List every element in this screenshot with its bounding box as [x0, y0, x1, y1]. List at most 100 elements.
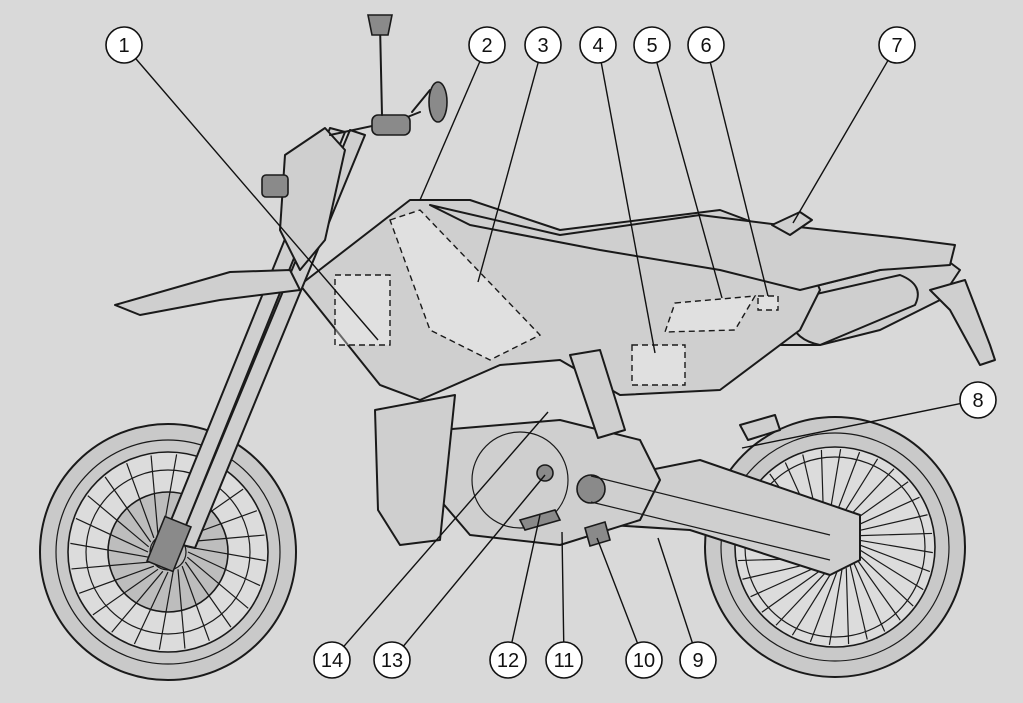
spoke: [187, 546, 266, 562]
footrest: [518, 509, 562, 531]
callout-10: 10: [625, 641, 663, 679]
label-area-1: [334, 274, 391, 346]
leader-line-13: [402, 474, 546, 647]
label-area-5: [664, 295, 757, 333]
callout-number: 12: [497, 650, 519, 672]
engine-block: [439, 419, 661, 546]
leader-lines: [135, 58, 961, 647]
spoke: [126, 462, 155, 539]
callout-circle: [878, 26, 916, 64]
spoke: [761, 567, 824, 613]
callout-number: 1: [118, 35, 129, 57]
callout-circle: [579, 26, 617, 64]
spoke: [856, 532, 933, 537]
spoke: [855, 558, 901, 621]
spoke: [849, 565, 868, 640]
callout-1: 1: [105, 26, 143, 64]
leader-line-5: [656, 62, 723, 299]
leader-line-6: [709, 62, 769, 297]
spoke: [71, 561, 151, 570]
callout-8: 8: [959, 381, 997, 419]
leader-line-2: [419, 61, 481, 201]
front-wheel-spokes: [70, 454, 266, 650]
spoke: [87, 495, 150, 548]
callout-number: 5: [646, 35, 657, 57]
spoke: [858, 548, 924, 591]
leader-line-8: [741, 402, 961, 449]
callout-circle: [489, 641, 527, 679]
callout-number: 7: [891, 35, 902, 57]
callout-number: 3: [537, 35, 548, 57]
spoke: [791, 570, 834, 636]
spoke: [133, 571, 169, 645]
spoke: [78, 565, 155, 594]
brake-pedal: [584, 520, 611, 548]
callout-4: 4: [579, 26, 617, 64]
spoke: [187, 551, 261, 587]
callout-circle: [687, 26, 725, 64]
grab-handle: [771, 211, 813, 236]
leader-line-10: [596, 537, 639, 644]
spoke: [852, 562, 886, 632]
spoke: [775, 569, 829, 626]
callout-3: 3: [524, 26, 562, 64]
label-area-3: [389, 209, 542, 361]
spoke: [181, 565, 210, 642]
leader-line-9: [657, 537, 694, 644]
leader-line-14: [343, 411, 549, 647]
spoke: [186, 556, 249, 609]
leader-line-11: [561, 531, 565, 643]
callout-circle: [373, 641, 411, 679]
callout-number: 13: [381, 650, 403, 672]
oil-filler-cap: [536, 464, 554, 482]
callout-circle: [468, 26, 506, 64]
drive-chain: [590, 475, 831, 561]
label-area-6: [757, 295, 779, 311]
callout-11: 11: [545, 641, 583, 679]
seat: [429, 204, 956, 291]
spoke: [150, 455, 159, 535]
spoke: [828, 569, 843, 645]
callout-circle: [625, 641, 663, 679]
spoke: [750, 564, 820, 598]
spoke: [111, 570, 164, 633]
clutch-cover: [471, 431, 569, 529]
leader-line-4: [600, 62, 656, 354]
handlebar: [261, 14, 448, 198]
callout-number: 4: [592, 35, 603, 57]
callout-number: 9: [692, 650, 703, 672]
leader-line-1: [135, 58, 379, 341]
spoke: [850, 496, 920, 530]
callout-circle: [105, 26, 143, 64]
callout-number: 6: [700, 35, 711, 57]
spoke: [70, 542, 149, 558]
spoke: [184, 561, 232, 628]
spoke: [75, 517, 149, 553]
license-plate-bracket: [929, 279, 996, 366]
spoke: [809, 570, 838, 643]
side-stand: [739, 414, 781, 441]
spoke: [858, 544, 931, 573]
callout-circle: [524, 26, 562, 64]
headlight-fairing: [279, 127, 346, 271]
callout-circle: [959, 381, 997, 419]
callout-2: 2: [468, 26, 506, 64]
callout-number: 11: [554, 650, 575, 672]
label-area-4: [631, 344, 686, 386]
callout-13: 13: [373, 641, 411, 679]
callout-circle: [313, 641, 351, 679]
leader-line-12: [511, 514, 541, 643]
callout-circle: [633, 26, 671, 64]
radiator-guard: [374, 394, 456, 546]
callout-circle: [679, 641, 717, 679]
callout-circle: [545, 641, 583, 679]
front-fender: [114, 269, 301, 316]
leader-line-7: [792, 60, 889, 224]
spoke: [857, 553, 914, 607]
spoke: [158, 571, 174, 650]
spoke: [92, 568, 159, 616]
spoke: [104, 476, 152, 543]
